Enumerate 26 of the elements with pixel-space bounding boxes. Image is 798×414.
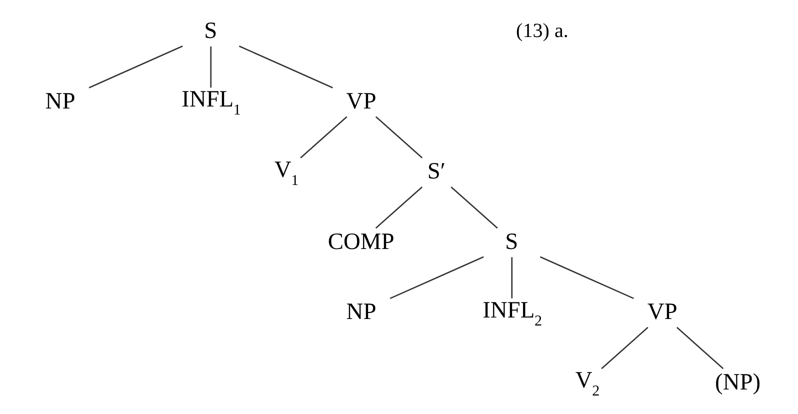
connector	[375, 186, 423, 228]
node-text: VP	[346, 88, 376, 114]
node-text: VP	[647, 298, 678, 325]
connector	[238, 45, 333, 88]
node-text: NP	[45, 88, 76, 114]
node-text: NP	[346, 298, 376, 325]
connector	[300, 116, 348, 158]
connector	[676, 326, 724, 369]
connector	[511, 256, 513, 298]
node-text: S	[204, 18, 218, 44]
label: (13) a.	[516, 20, 568, 42]
connector	[88, 45, 183, 88]
connector	[450, 186, 498, 228]
node-text: S′	[427, 158, 446, 184]
connector	[540, 256, 634, 299]
connector	[375, 116, 423, 158]
node-text: V$_{2}$	[575, 367, 600, 400]
connector	[210, 46, 212, 88]
node-text: S	[505, 228, 518, 254]
node-text: V$_{1}$	[274, 156, 299, 188]
node-text: (NP)	[715, 368, 761, 395]
connector	[390, 256, 484, 299]
node-text: COMP	[328, 228, 394, 254]
node-text: INFL$_{2}$	[482, 296, 542, 329]
node-text: INFL$_{1}$	[182, 86, 241, 118]
connector	[601, 326, 648, 369]
